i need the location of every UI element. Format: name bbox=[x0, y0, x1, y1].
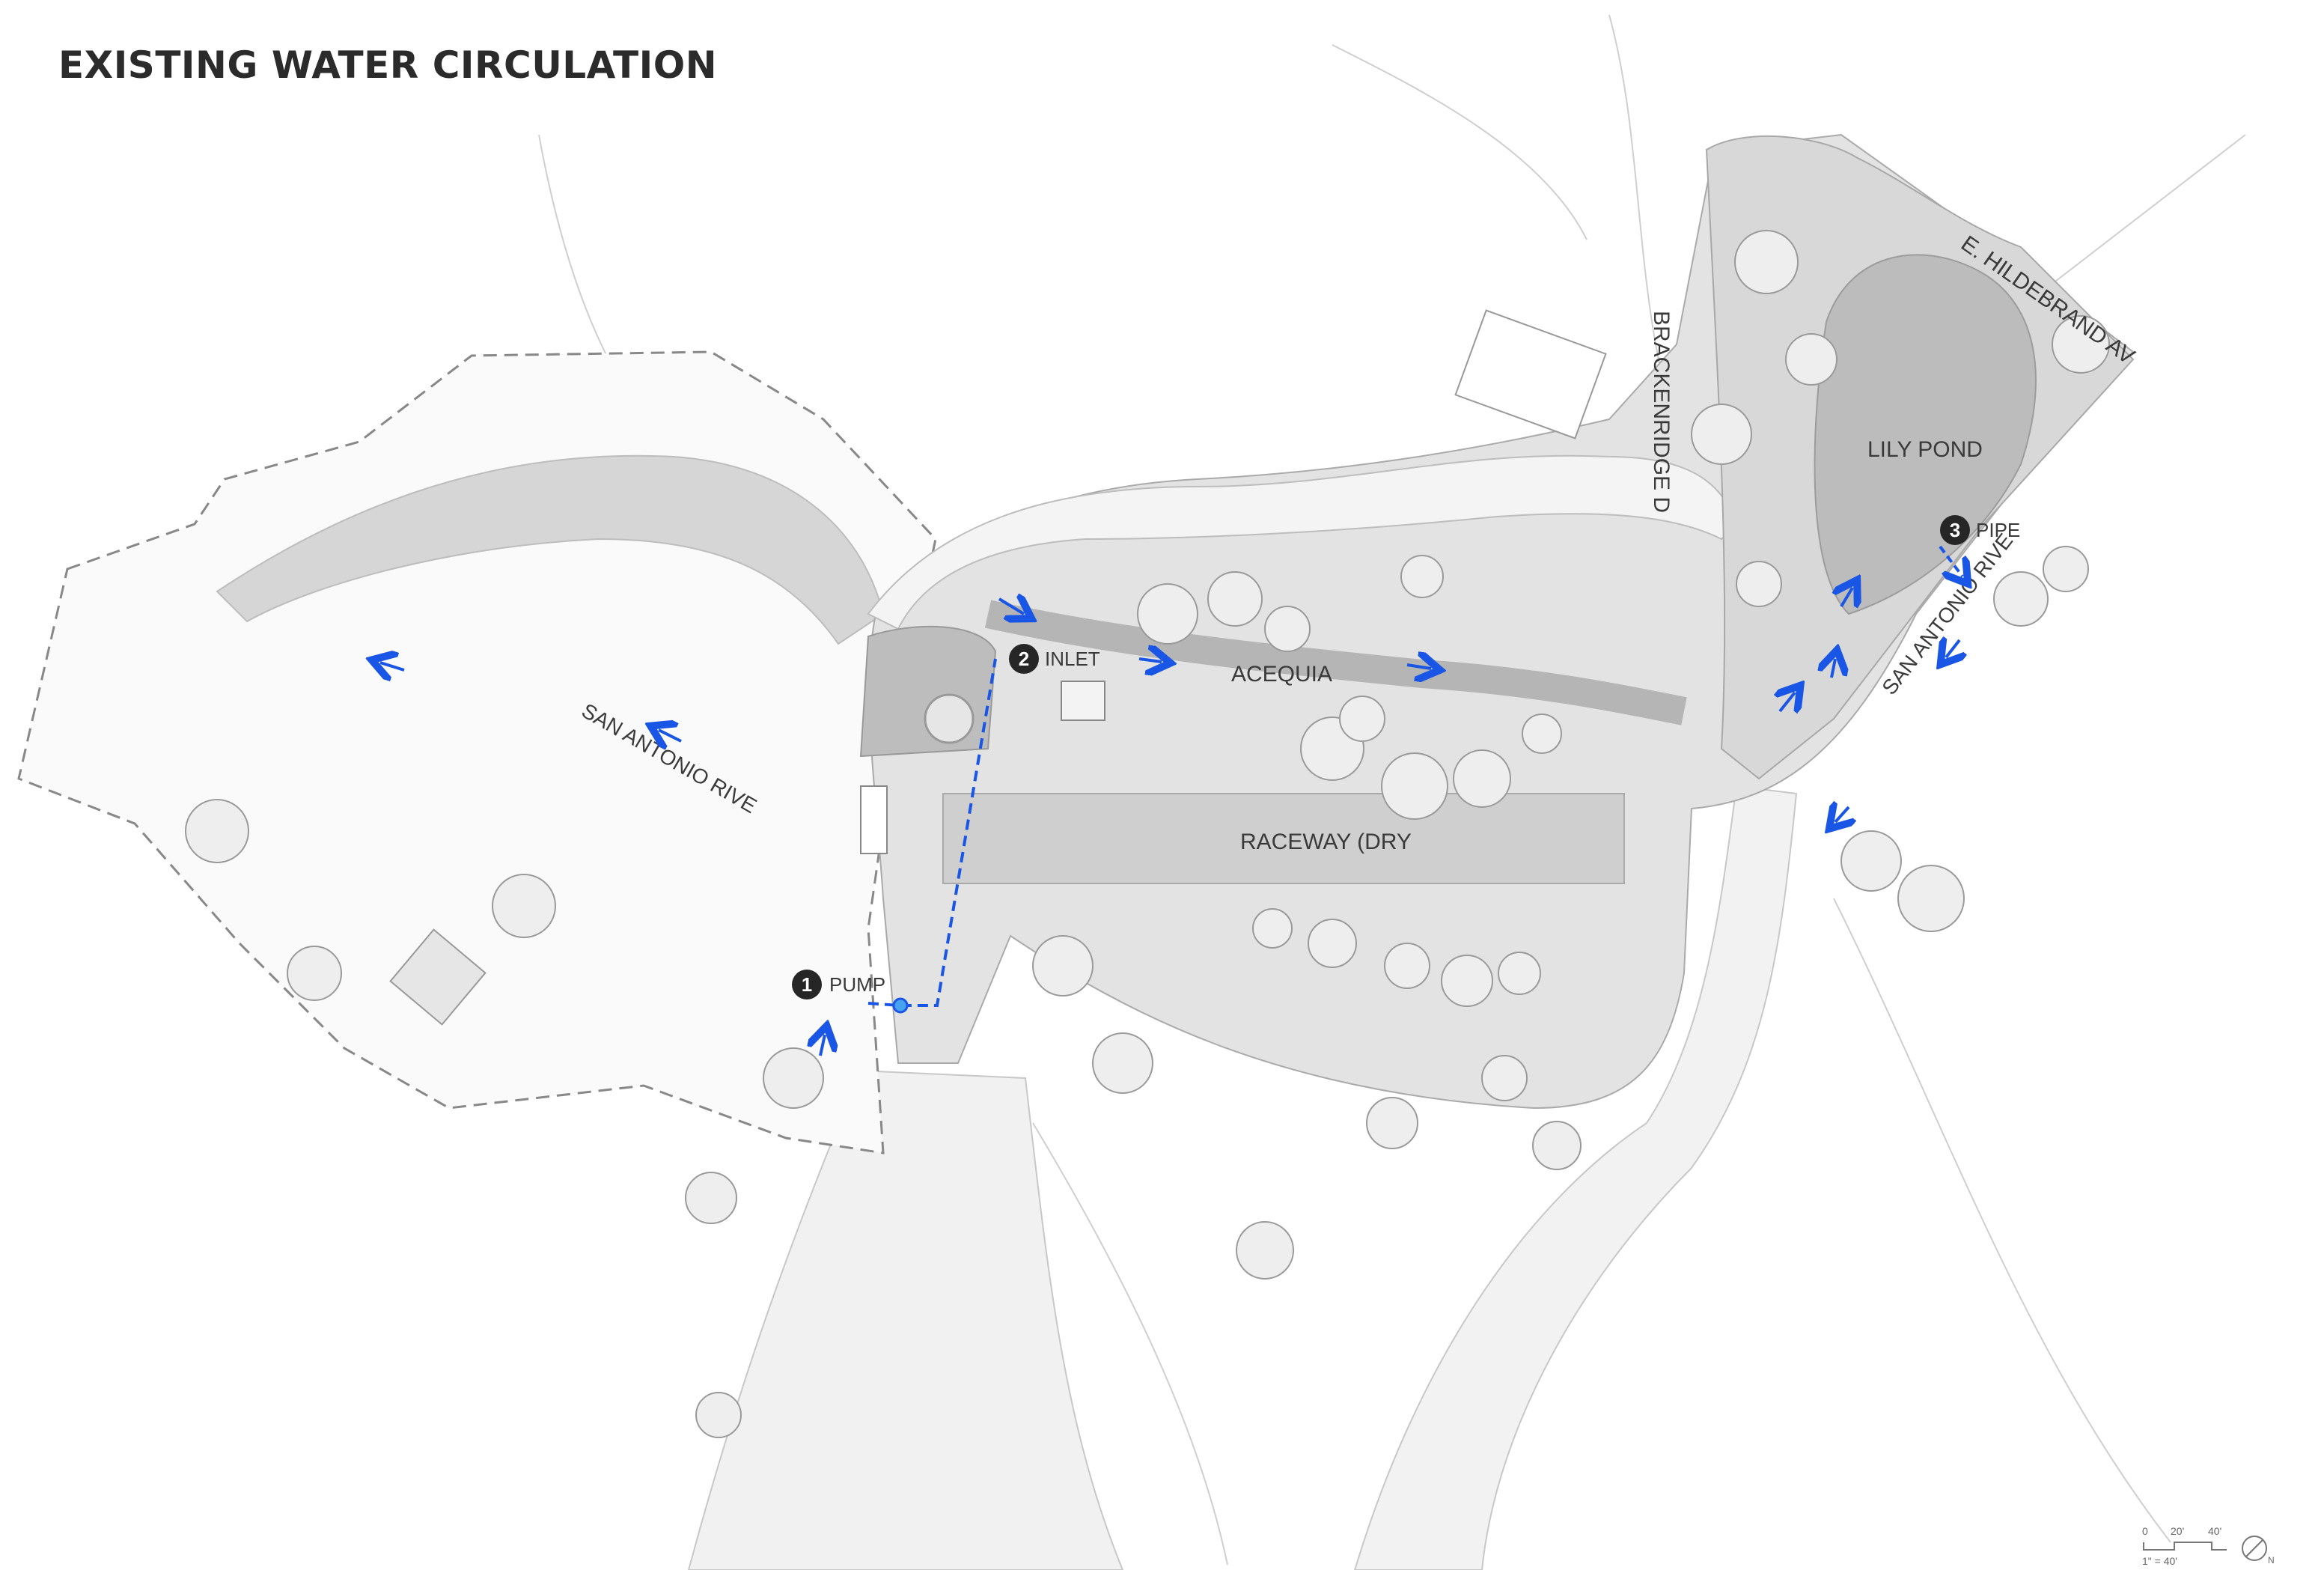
flow-arrow bbox=[820, 1035, 825, 1056]
callout-label: PIPE bbox=[1976, 519, 2020, 541]
flow-arrow bbox=[1946, 640, 1959, 657]
flow-arrow bbox=[1841, 588, 1852, 606]
plaza bbox=[859, 625, 1105, 854]
callout-number: 3 bbox=[1950, 519, 1960, 541]
flow-arrow bbox=[1138, 659, 1162, 662]
svg-text:40': 40' bbox=[2208, 1525, 2221, 1537]
flow-arrow bbox=[1832, 659, 1835, 678]
flow-arrow bbox=[1835, 807, 1849, 822]
svg-text:N: N bbox=[2268, 1555, 2275, 1566]
river-corridor bbox=[687, 785, 1798, 1570]
callout-number: 1 bbox=[802, 973, 812, 996]
north-arrow-icon: N bbox=[2242, 1536, 2275, 1566]
flow-arrow bbox=[1780, 693, 1795, 711]
label-brackenridge: BRACKENRIDGE D bbox=[1649, 311, 1674, 513]
flow-arrow bbox=[1939, 545, 1962, 576]
svg-text:0: 0 bbox=[2142, 1525, 2148, 1537]
tree-canopies bbox=[185, 230, 2110, 1438]
pump-location bbox=[892, 997, 909, 1014]
map-title: EXISTING WATER CIRCULATION bbox=[58, 43, 718, 87]
water-flow bbox=[380, 545, 1962, 1056]
lily-pond-water bbox=[1814, 254, 2037, 615]
label-raceway: RACEWAY (DRY bbox=[1240, 830, 1412, 854]
scale-bar: 0 20' 40' 1" = 40' bbox=[2142, 1525, 2227, 1567]
label-lily-pond: LILY POND bbox=[1867, 437, 1983, 462]
callout-pipe: 3 PIPE bbox=[1940, 515, 2020, 545]
west-parcel-boundary bbox=[17, 350, 937, 1154]
flow-arrow bbox=[659, 730, 682, 741]
callout-pump: 1 PUMP bbox=[792, 970, 885, 999]
pump-to-inlet-pipe bbox=[867, 658, 997, 1007]
svg-text:1" = 40': 1" = 40' bbox=[2142, 1555, 2177, 1567]
svg-text:20': 20' bbox=[2171, 1525, 2184, 1537]
buildings bbox=[389, 309, 1607, 1026]
background-linework bbox=[538, 14, 2246, 1566]
label-acequia: ACEQUIA bbox=[1231, 662, 1332, 687]
flow-arrow bbox=[380, 663, 405, 670]
flow-arrow bbox=[998, 599, 1024, 614]
callout-label: PUMP bbox=[829, 973, 885, 996]
callout-number: 2 bbox=[1019, 648, 1029, 670]
callout-inlet: 2 INLET bbox=[1009, 644, 1100, 674]
callout-label: INLET bbox=[1045, 648, 1100, 670]
flow-arrow bbox=[1406, 665, 1431, 669]
